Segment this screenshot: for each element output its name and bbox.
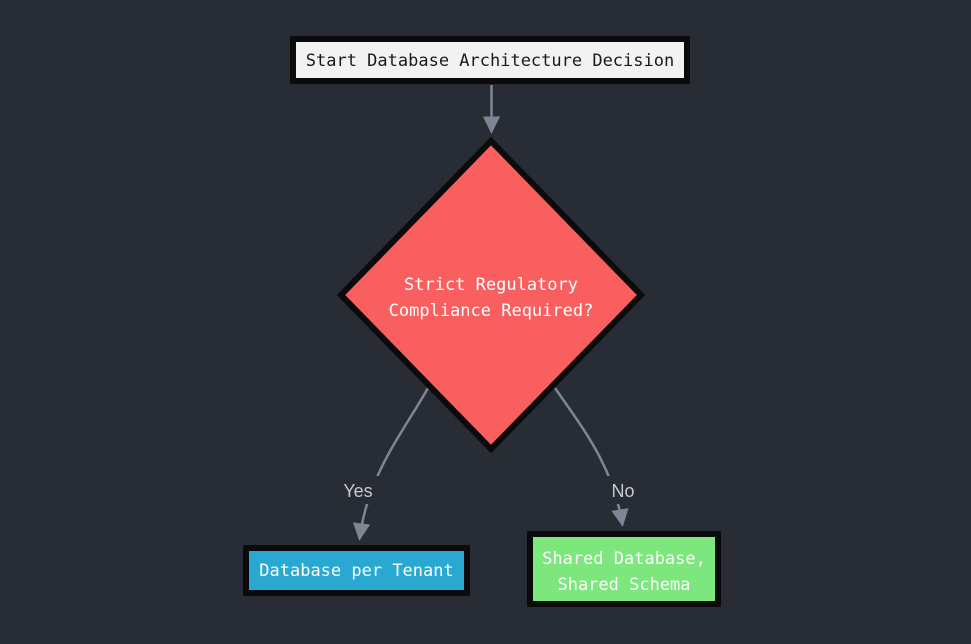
- node-shared-db-label-line2: Shared Schema: [557, 575, 690, 595]
- edge-label-group: Yes No: [336, 476, 642, 504]
- node-decision-shape: [336, 136, 646, 454]
- node-db-per-tenant-shape: [243, 545, 470, 596]
- node-decision-label-line2: Compliance Required?: [389, 301, 594, 321]
- edge-label-no-background: [604, 476, 642, 504]
- node-decision: Strict Regulatory Compliance Required?: [336, 136, 646, 454]
- node-start-shape: [290, 36, 690, 84]
- node-decision-label-line1: Strict Regulatory: [404, 275, 578, 295]
- node-shared-db: Shared Database, Shared Schema: [527, 531, 721, 607]
- node-shared-db-label-line1: Shared Database,: [542, 549, 706, 569]
- node-start-label: Start Database Architecture Decision: [306, 51, 674, 71]
- node-db-per-tenant: Database per Tenant: [243, 545, 470, 596]
- edge-label-yes: Yes: [343, 481, 372, 501]
- node-start: Start Database Architecture Decision: [290, 36, 690, 84]
- edge-label-yes-background: [336, 476, 380, 504]
- node-shared-db-shape: [527, 531, 721, 607]
- edge-decision-to-shared-db: [553, 387, 629, 527]
- edge-decision-to-db-per-tenant: [352, 387, 430, 541]
- edge-group: [352, 85, 629, 541]
- node-db-per-tenant-label: Database per Tenant: [259, 561, 453, 581]
- edge-label-no: No: [611, 481, 634, 501]
